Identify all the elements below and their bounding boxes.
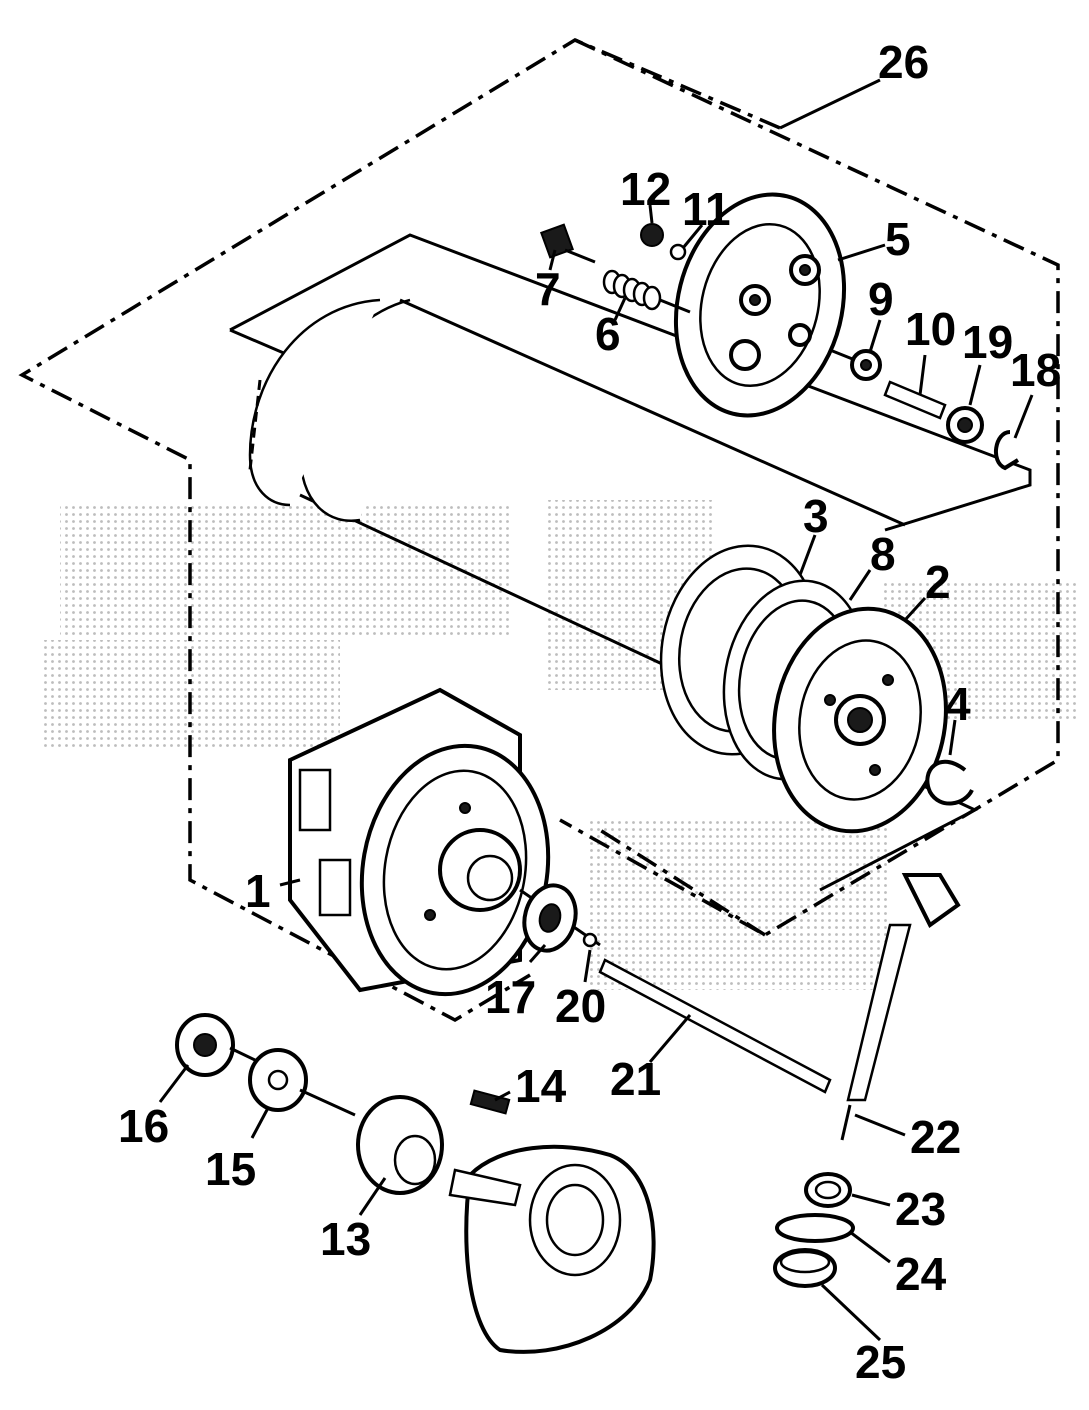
- callout-19: 19: [962, 316, 1013, 368]
- callout-12: 12: [620, 163, 671, 215]
- callout-16: 16: [118, 1100, 169, 1152]
- callouts: 1 2 3 4 5 6 7 8 9 10 11 12 13 14 15 16 1…: [118, 36, 1061, 1388]
- callout-18: 18: [1010, 344, 1061, 396]
- callout-13: 13: [320, 1213, 371, 1265]
- lifter-shaft: [840, 873, 961, 1141]
- clutch-center: [772, 606, 948, 834]
- callout-14: 14: [515, 1060, 567, 1112]
- background-screen: [40, 500, 1080, 990]
- callout-6: 6: [595, 308, 621, 360]
- callout-2: 2: [925, 556, 951, 608]
- callout-10: 10: [905, 303, 956, 355]
- callout-22: 22: [910, 1111, 961, 1163]
- callout-20: 20: [555, 980, 606, 1032]
- circlip: [925, 759, 974, 806]
- callout-15: 15: [205, 1143, 256, 1195]
- leader-lines: [158, 204, 1034, 1342]
- callout-4: 4: [945, 678, 971, 730]
- plate-stack-box: [229, 233, 1032, 892]
- small-hardware: [539, 223, 1020, 471]
- primary-drive: [175, 1013, 656, 1354]
- callout-5: 5: [885, 213, 911, 265]
- callout-7: 7: [535, 263, 561, 315]
- clutch-outer: [288, 687, 601, 997]
- assembly-26-outline: [18, 38, 1060, 1023]
- callout-3: 3: [803, 490, 829, 542]
- callout-21: 21: [610, 1053, 661, 1105]
- pushrod: [598, 958, 832, 1094]
- callout-26: 26: [878, 36, 929, 88]
- lifter-spring-seals: [773, 1172, 855, 1288]
- callout-9: 9: [868, 273, 894, 325]
- callout-17: 17: [485, 971, 536, 1023]
- callout-1: 1: [245, 865, 271, 917]
- callout-8: 8: [870, 528, 896, 580]
- callout-23: 23: [895, 1183, 946, 1235]
- thrust-washer: [522, 883, 598, 953]
- callout-24: 24: [895, 1248, 947, 1300]
- pressure-plate: [673, 192, 847, 418]
- callout-11: 11: [682, 183, 731, 235]
- callout-25: 25: [855, 1336, 906, 1388]
